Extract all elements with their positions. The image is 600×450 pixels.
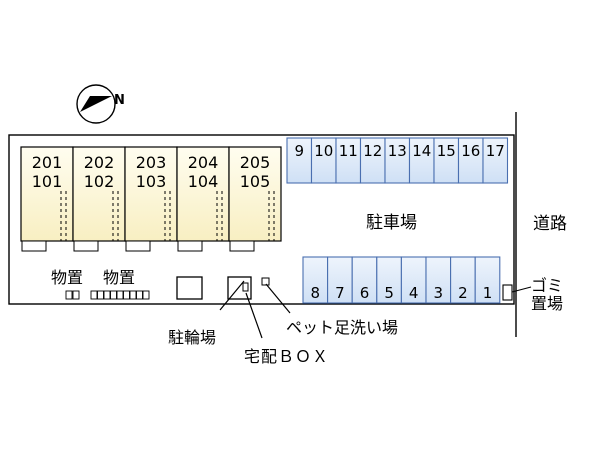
compass: N <box>76 84 125 124</box>
parking-space-10: 10 <box>310 137 337 184</box>
parking-space-6: 6 <box>351 256 378 304</box>
parking-space-11: 11 <box>335 137 362 184</box>
parking-space-number: 2 <box>458 284 468 302</box>
storage-label-1: 物置 <box>51 268 83 287</box>
parking-space-number: 10 <box>314 142 333 160</box>
parking-space-number: 11 <box>339 142 358 160</box>
parking-space-5: 5 <box>376 256 402 304</box>
unit-number-lower: 102 <box>84 172 115 191</box>
parking-space-7: 7 <box>327 256 353 304</box>
road-label: 道路 <box>533 214 567 234</box>
compass-needle <box>80 96 112 112</box>
parking-space-number: 7 <box>335 284 345 302</box>
unit-number-upper: 203 <box>136 153 167 172</box>
parking-space-1: 1 <box>474 256 501 304</box>
storage-label-2: 物置 <box>103 268 135 287</box>
parking-space-17: 17 <box>482 137 509 184</box>
unit-number-upper: 204 <box>188 153 219 172</box>
parking-space-3: 3 <box>425 256 452 304</box>
delivery-box-label: 宅配ＢＯＸ <box>244 347 329 366</box>
pet-wash-label: ペット足洗い場 <box>286 318 398 337</box>
parking-space-number: 1 <box>483 284 493 302</box>
parking-space-4: 4 <box>400 256 427 304</box>
leader-delivery-box <box>245 292 263 339</box>
garbage-label-2: 置場 <box>531 294 563 313</box>
storage-shed-1 <box>65 290 80 300</box>
parking-space-number: 17 <box>486 142 505 160</box>
pet-wash-area <box>261 277 270 286</box>
unit-number-lower: 104 <box>188 172 219 191</box>
parking-space-15: 15 <box>433 137 460 184</box>
storage-shed-2 <box>90 290 150 300</box>
parking-space-number: 12 <box>363 142 382 160</box>
unit-number-upper: 201 <box>32 153 63 172</box>
parking-space-number: 14 <box>412 142 431 160</box>
parking-space-number: 13 <box>388 142 407 160</box>
parking-space-number: 8 <box>311 284 321 302</box>
unit-number-lower: 103 <box>136 172 167 191</box>
parking-space-number: 3 <box>434 284 444 302</box>
parking-space-number: 16 <box>461 142 480 160</box>
parking-space-number: 9 <box>294 142 304 160</box>
leader-bicycle-parking <box>219 280 245 311</box>
unit-number-upper: 205 <box>240 153 271 172</box>
parking-space-number: 15 <box>437 142 456 160</box>
parking-space-number: 5 <box>384 284 394 302</box>
parking-space-8: 8 <box>302 256 329 304</box>
parking-space-number: 6 <box>360 284 370 302</box>
garbage-station <box>502 284 513 301</box>
compass-north-label: N <box>114 93 125 108</box>
parking-space-16: 16 <box>457 137 484 184</box>
parking-space-number: 4 <box>409 284 419 302</box>
unit-number-lower: 101 <box>32 172 63 191</box>
parking-label: 駐車場 <box>366 213 417 233</box>
parking-row-top: 9 10 11 12 13 14 15 16 17 <box>286 137 509 184</box>
bicycle-parking-label: 駐輪場 <box>168 328 216 347</box>
unit-number-lower: 105 <box>240 172 271 191</box>
unit-number-upper: 202 <box>84 153 115 172</box>
delivery-box-icon <box>242 282 249 292</box>
parking-space-13: 13 <box>384 137 411 184</box>
leader-garbage <box>511 286 532 293</box>
parking-space-9: 9 <box>286 137 313 184</box>
leader-pet-wash <box>265 283 291 314</box>
bicycle-parking-area <box>176 276 203 300</box>
garbage-label-1: ゴミ <box>531 276 563 295</box>
parking-space-2: 2 <box>450 256 476 304</box>
parking-space-14: 14 <box>408 137 435 184</box>
parking-space-12: 12 <box>359 137 386 184</box>
